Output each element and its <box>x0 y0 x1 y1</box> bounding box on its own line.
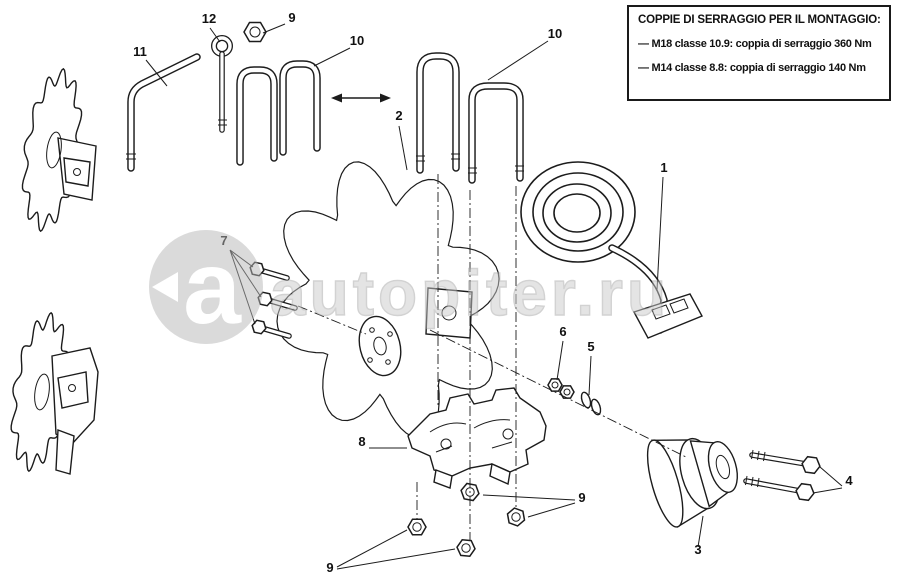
torsion-spring <box>520 161 703 339</box>
watermark-logo-arrow-icon <box>152 272 178 302</box>
left-bottom-clamp <box>57 371 89 409</box>
double-arrow <box>331 93 391 103</box>
torque-box-title: COPPIE DI SERRAGGIO PER IL MONTAGGIO: <box>638 14 881 26</box>
leader-item11 <box>145 59 168 87</box>
leader-item9-mid <box>482 494 576 518</box>
hex-nut-6b <box>559 385 575 399</box>
main-disc-assembly <box>276 161 500 439</box>
bent-pin <box>126 57 197 168</box>
washer-5b <box>590 398 602 416</box>
leader-item4 <box>812 466 843 494</box>
spring-foot <box>632 293 703 339</box>
u-bolt-right-b <box>468 86 524 180</box>
eye-bushing <box>211 35 233 130</box>
left-top-clamp <box>63 157 91 187</box>
u-bolt-right-a <box>416 56 460 170</box>
main-disc-blade <box>276 161 500 439</box>
left-top-disc-hub <box>46 131 62 169</box>
torque-spec-m18: — M18 classe 10.9: coppia di serraggio 3… <box>638 38 872 50</box>
callout-2: 2 <box>395 108 402 123</box>
watermark-logo-letter: a <box>183 230 242 346</box>
leader-item2 <box>398 125 408 171</box>
callout-3: 3 <box>694 542 701 557</box>
hub-assembly <box>646 437 738 528</box>
callout-9-mid: 9 <box>578 490 585 505</box>
left-top-bolt-hole <box>73 168 81 176</box>
leader-item12 <box>209 27 221 43</box>
leader-item6 <box>556 340 564 381</box>
callout-7: 7 <box>220 233 227 248</box>
callout-1: 1 <box>660 160 667 175</box>
clamp-plate <box>425 287 473 339</box>
leader-item9-top <box>262 23 286 34</box>
leader-item5 <box>588 355 592 396</box>
left-bottom-disc-hub <box>34 373 50 411</box>
disc-hub-plate <box>358 315 402 377</box>
leader-item1 <box>656 176 664 291</box>
callout-4: 4 <box>845 473 853 488</box>
leader-item7 <box>229 249 262 325</box>
hex-nut-bottom-2 <box>407 518 427 536</box>
hex-nut-bottom-3 <box>506 507 526 527</box>
left-top-disc-assembly <box>21 67 97 233</box>
callout-10-right: 10 <box>548 26 562 41</box>
left-bottom-bolt-hole <box>68 384 76 392</box>
callout-5: 5 <box>587 339 594 354</box>
torque-spec-m14: — M14 classe 8.8: coppia di serraggio 14… <box>638 62 866 74</box>
bolt-7a <box>249 261 287 278</box>
bolt-4a <box>752 449 821 475</box>
leader-item10-left <box>313 47 351 67</box>
torque-spec-box: COPPIE DI SERRAGGIO PER IL MONTAGGIO: — … <box>627 5 891 101</box>
left-bottom-arm <box>55 429 75 475</box>
callout-11: 11 <box>133 44 147 59</box>
watermark-logo-circle <box>149 230 263 344</box>
leader-item3 <box>697 515 704 548</box>
callout-9-top: 9 <box>288 10 295 25</box>
callout-8: 8 <box>358 434 365 449</box>
leader-item9-bottom <box>336 529 456 570</box>
callout-10-left: 10 <box>350 33 364 48</box>
bolt-4b <box>746 475 815 502</box>
hex-nut-top <box>243 21 267 43</box>
left-bottom-disc-blade <box>10 311 70 473</box>
callout-12: 12 <box>202 11 216 26</box>
center-lines <box>297 174 689 540</box>
callout-9-bottom: 9 <box>326 560 333 575</box>
hex-nut-bottom-4 <box>456 539 476 557</box>
u-bolt-left-b <box>283 64 317 152</box>
hex-nut-6a <box>547 378 563 392</box>
callout-6: 6 <box>559 324 566 339</box>
u-bolt-left-a <box>240 70 274 162</box>
washer-5a <box>580 391 592 409</box>
support-bracket <box>407 387 547 489</box>
leader-item10-right <box>487 40 549 81</box>
left-bottom-disc-assembly <box>10 311 99 475</box>
